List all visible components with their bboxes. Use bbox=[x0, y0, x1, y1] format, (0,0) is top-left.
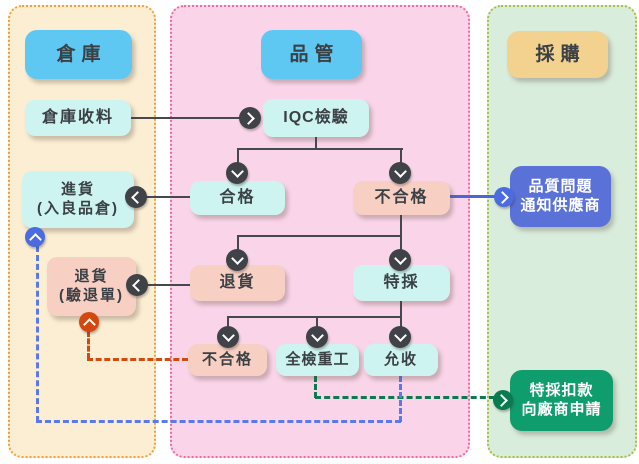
edge-fail2-up-dashed bbox=[87, 331, 90, 359]
arrow-into-rework bbox=[306, 326, 328, 348]
arrow-into-deduction bbox=[493, 390, 513, 410]
node-return-qc: 退貨 bbox=[190, 265, 285, 301]
chevron-down-icon bbox=[393, 329, 407, 342]
node-deduction-line2: 向廠商申請 bbox=[521, 400, 602, 418]
edge-tree2-to-return bbox=[237, 235, 239, 252]
node-fail: 不合格 bbox=[353, 181, 450, 215]
arrow-into-accept bbox=[389, 326, 411, 348]
chevron-up-icon bbox=[82, 317, 96, 331]
edge-special-down bbox=[400, 301, 402, 318]
chevron-down-icon bbox=[310, 329, 324, 342]
arrow-into-iqc bbox=[239, 107, 261, 129]
edge-accept-down-dashed bbox=[399, 376, 402, 422]
arrow-into-return-slip bbox=[126, 274, 148, 296]
chevron-right-icon bbox=[496, 190, 509, 204]
node-return-slip-line2: (驗退單) bbox=[59, 286, 124, 304]
chevron-down-icon bbox=[393, 252, 407, 265]
node-pass: 合格 bbox=[190, 181, 285, 215]
edge-rework-to-deduction-dashed bbox=[315, 396, 495, 399]
edge-tree3-horizontal bbox=[227, 316, 402, 318]
node-return-slip: 退貨 (驗退單) bbox=[47, 257, 136, 316]
arrow-into-fail bbox=[389, 162, 411, 184]
edge-accept-to-incoming-dashed bbox=[36, 246, 39, 422]
chevron-down-icon bbox=[230, 252, 244, 265]
edge-iqc-down bbox=[315, 137, 317, 150]
arrow-up-into-incoming bbox=[25, 227, 45, 247]
arrow-into-pass bbox=[226, 162, 248, 184]
edge-rework-down-dashed bbox=[314, 376, 317, 398]
arrow-into-quality-issue bbox=[494, 187, 514, 207]
node-full-inspection-rework: 全檢重工 bbox=[276, 344, 359, 376]
arrow-into-fail2 bbox=[217, 326, 239, 348]
lane-header-qc: 品管 bbox=[261, 30, 362, 79]
node-incoming-line2: (入良品倉) bbox=[37, 199, 119, 217]
chevron-up-icon bbox=[28, 232, 42, 246]
node-return-slip-line1: 退貨 bbox=[74, 267, 109, 285]
node-incoming-good-stock: 進貨 (入良品倉) bbox=[22, 171, 134, 228]
edge-return-to-returnslip bbox=[146, 284, 190, 286]
arrow-into-incoming bbox=[125, 186, 147, 208]
chevron-right-icon bbox=[242, 111, 255, 125]
lane-header-purchasing: 採購 bbox=[507, 31, 608, 78]
node-fail2: 不合格 bbox=[188, 344, 267, 376]
node-quality-issue-line1: 品質問題 bbox=[528, 177, 593, 195]
edge-accept-horizontal-dashed bbox=[36, 420, 401, 423]
node-incoming-line1: 進貨 bbox=[60, 180, 95, 198]
node-accept: 允收 bbox=[364, 344, 438, 376]
chevron-left-icon bbox=[131, 190, 144, 204]
edge-receiving-to-iqc bbox=[131, 117, 241, 119]
edge-tree2-to-special bbox=[400, 235, 402, 252]
node-deduction-line1: 特採扣款 bbox=[529, 381, 594, 399]
edge-pass-to-incoming bbox=[145, 196, 190, 198]
edge-fail-down bbox=[400, 215, 402, 237]
chevron-left-icon bbox=[132, 278, 145, 292]
node-quality-issue-notify-supplier: 品質問題 通知供應商 bbox=[510, 166, 611, 227]
arrow-up-into-return-slip bbox=[79, 312, 99, 332]
edge-tree2-horizontal bbox=[237, 235, 402, 237]
arrow-into-return bbox=[226, 249, 248, 271]
chevron-right-icon bbox=[495, 393, 508, 407]
node-special-acceptance: 特採 bbox=[353, 265, 450, 301]
edge-tree3-to-fail2 bbox=[227, 316, 229, 328]
chevron-down-icon bbox=[230, 165, 244, 178]
lane-qc bbox=[170, 5, 470, 458]
edge-tree1-to-fail bbox=[400, 148, 402, 164]
node-special-deduction-claim: 特採扣款 向廠商申請 bbox=[510, 370, 613, 431]
node-quality-issue-line2: 通知供應商 bbox=[520, 196, 601, 214]
chevron-down-icon bbox=[221, 329, 235, 342]
edge-fail-to-quality-issue bbox=[449, 195, 495, 198]
edge-fail2-to-returnslip-dashed bbox=[87, 358, 188, 361]
edge-tree3-to-accept bbox=[400, 316, 402, 328]
edge-tree1-horizontal bbox=[237, 148, 403, 150]
arrow-into-special bbox=[389, 249, 411, 271]
node-warehouse-receiving: 倉庫收料 bbox=[25, 100, 131, 136]
edge-tree1-to-pass bbox=[237, 148, 239, 164]
chevron-down-icon bbox=[393, 165, 407, 178]
node-iqc-inspection: IQC檢驗 bbox=[263, 99, 369, 137]
lane-header-warehouse: 倉庫 bbox=[25, 30, 132, 79]
edge-tree3-to-rework bbox=[316, 316, 318, 328]
